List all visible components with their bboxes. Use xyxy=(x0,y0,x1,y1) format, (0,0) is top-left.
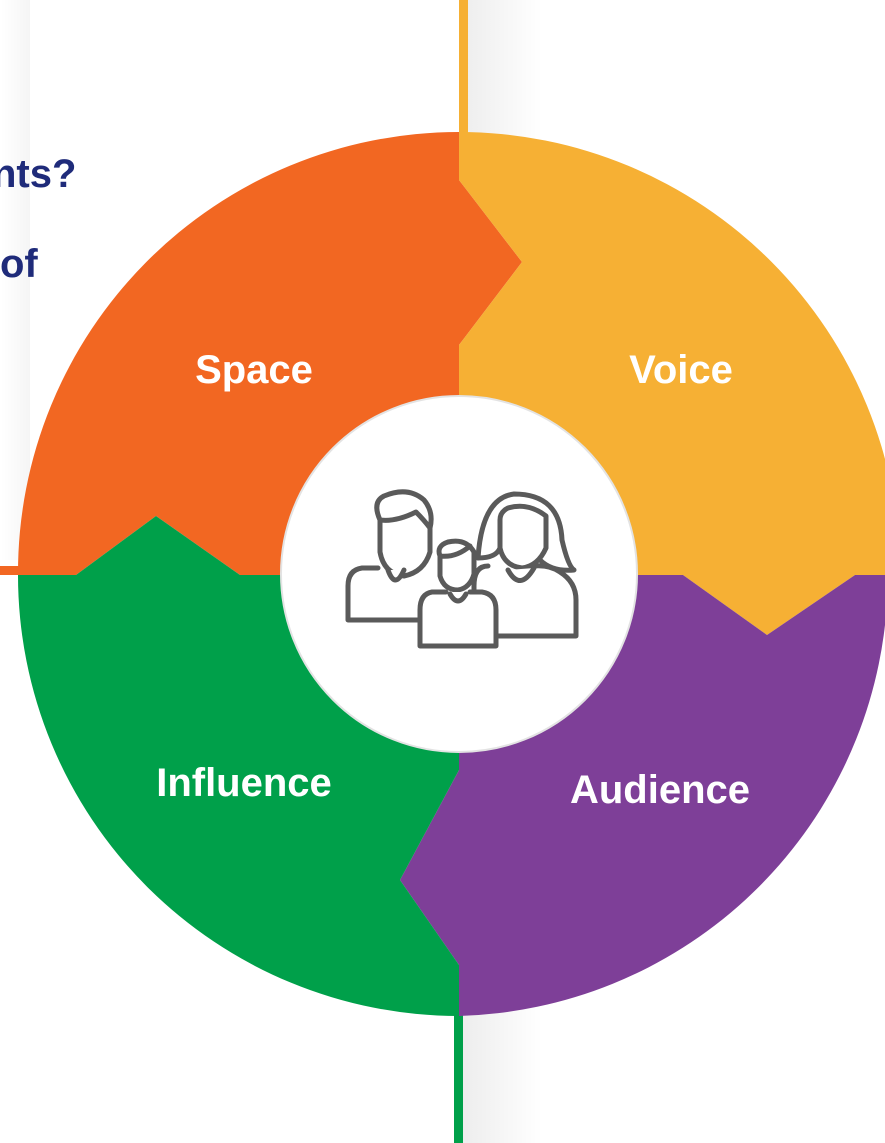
segment-voice-label: Voice xyxy=(629,348,733,392)
left-connector-line xyxy=(0,566,22,575)
background-shadow-left xyxy=(0,0,30,560)
heading-fragment-1-text: nts? xyxy=(0,154,77,194)
heading-fragment-2-text: of xyxy=(0,244,38,284)
top-connector-line xyxy=(459,0,468,140)
man-icon xyxy=(345,489,434,623)
segment-space-label: Space xyxy=(195,348,313,392)
segment-audience-label: Audience xyxy=(570,768,750,812)
bottom-connector-line xyxy=(454,1000,463,1143)
heading-fragment-2: of xyxy=(0,244,50,284)
heading-fragment-1: nts? xyxy=(0,154,84,194)
family-group-icon xyxy=(345,489,579,649)
child-icon xyxy=(417,538,499,649)
woman-icon xyxy=(471,491,579,639)
segment-influence-label: Influence xyxy=(156,761,332,805)
